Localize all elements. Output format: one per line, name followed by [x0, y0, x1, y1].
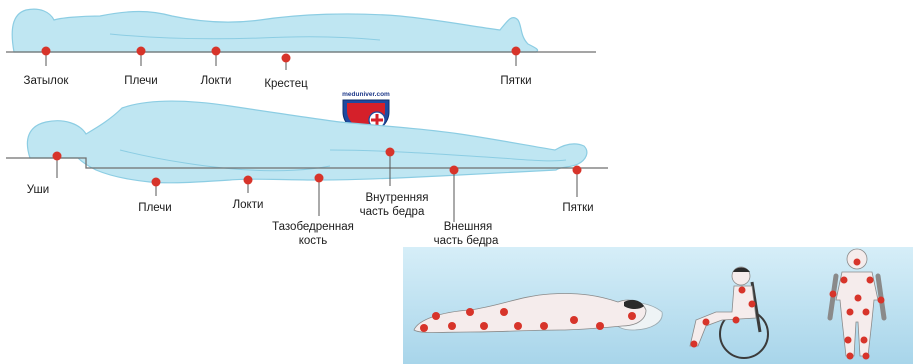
marker-shoulders — [137, 47, 146, 67]
marker-shoulders-lateral — [152, 178, 161, 197]
label-outer-thigh-line2: часть бедра — [434, 235, 499, 247]
label-inner-thigh-line2: часть бедра — [360, 206, 425, 218]
label-shoulders: Плечи — [124, 75, 157, 87]
label-inner-thigh-line1: Внутренняя — [366, 192, 429, 204]
marker-elbows — [212, 47, 221, 67]
marker-heels-lateral — [573, 166, 582, 198]
marker-occiput — [42, 47, 51, 67]
label-hip-line2: кость — [299, 235, 328, 247]
pressure-points-panel — [403, 247, 913, 364]
label-heels: Пятки — [500, 75, 531, 87]
label-occiput: Затылок — [24, 75, 70, 87]
label-ears: Уши — [27, 184, 49, 196]
label-hip-line1: Тазобедренная — [272, 221, 354, 233]
label-shoulders-lateral: Плечи — [138, 202, 171, 214]
marker-sacrum — [282, 54, 291, 71]
figure-lateral: Уши Плечи Локти Тазобедренная кость Внут… — [6, 101, 608, 247]
lateral-body-silhouette — [27, 101, 586, 183]
marker-hip — [315, 174, 324, 217]
label-heels-lateral: Пятки — [562, 202, 593, 214]
label-elbows: Локти — [201, 75, 232, 87]
watermark-text: meduniver.com — [342, 91, 390, 98]
marker-ears — [53, 152, 62, 179]
label-outer-thigh-line1: Внешняя — [444, 221, 492, 233]
label-sacrum: Крестец — [264, 78, 308, 90]
figure-supine: Затылок Плечи Локти Крестец Пятки — [6, 9, 596, 90]
marker-elbows-lateral — [244, 176, 253, 194]
label-elbows-lateral: Локти — [233, 199, 264, 211]
panel-background — [403, 247, 913, 364]
supine-body-silhouette — [12, 9, 537, 52]
marker-heels — [512, 47, 521, 67]
